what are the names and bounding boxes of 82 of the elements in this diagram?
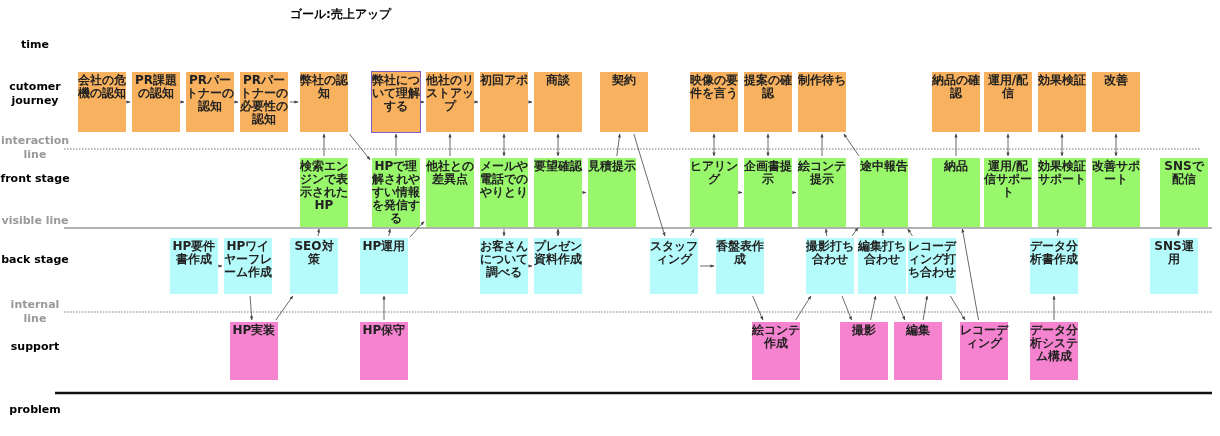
arrow [582, 190, 587, 195]
sticky-note: 弊社の認知 [300, 72, 348, 132]
sticky-note: プレゼン資料作成 [534, 238, 582, 294]
lane-label: support [9, 340, 61, 354]
lane-label: cutomer journey [8, 80, 62, 108]
sticky-note: 香盤表作成 [716, 238, 764, 294]
sticky-note: 撮影打ち合わせ [806, 238, 854, 294]
lane-label: problem [8, 403, 62, 417]
sticky-note: メールや電話でのやりとり [480, 158, 528, 227]
sticky-note: 改善サポート [1092, 158, 1140, 227]
sticky-note: 制作待ち [798, 72, 846, 132]
sticky-note: HPで理解されやすい情報を発信する [372, 158, 420, 227]
arrow [712, 133, 716, 157]
arrow [1176, 228, 1181, 237]
sticky-note: ヒアリング [690, 158, 738, 227]
arrow [474, 100, 479, 104]
sticky-note: スタッフィング [650, 238, 698, 294]
sticky-note: HP実装 [230, 322, 278, 380]
sticky-note: SEO対策 [290, 238, 338, 294]
arrow [556, 228, 560, 237]
arrow [1114, 133, 1118, 157]
sticky-note: 商談 [534, 72, 582, 132]
arrow [234, 100, 239, 104]
sticky-note: 他社との差異点 [426, 158, 474, 227]
arrow [556, 133, 560, 157]
sticky-note: 要望確認 [534, 158, 582, 227]
sticky-note: PRパートナーの認知 [186, 72, 234, 132]
sticky-note: 効果検証サポート [1038, 158, 1086, 227]
arrow [180, 100, 185, 104]
sticky-note: 提案の確認 [744, 72, 792, 132]
sticky-note: データ分析システム構成 [1030, 322, 1078, 380]
arrow [420, 100, 425, 104]
sticky-note: 検索エンジンで表示されたHP [300, 158, 348, 227]
sticky-note: 会社の危機の認知 [78, 72, 126, 132]
lane-label: front stage [0, 172, 70, 186]
sticky-note: レコーディング打ち合わせ [908, 238, 956, 294]
sticky-note: 納品 [932, 158, 980, 227]
arrow [766, 133, 770, 157]
sticky-note: 改善 [1092, 72, 1140, 132]
sticky-note: 撮影 [840, 322, 888, 380]
sticky-note: お客さんについて調べる [480, 238, 528, 294]
sticky-note: 編集 [894, 322, 942, 380]
arrow [528, 264, 533, 268]
arrow [528, 100, 533, 104]
sticky-note: レコーディング [960, 322, 1008, 380]
sticky-note: HP要件書作成 [170, 238, 218, 294]
lane-label: visible line [0, 214, 70, 228]
sticky-note: SNS運用 [1150, 238, 1198, 294]
sticky-note: 運用/配信サポート [984, 158, 1032, 227]
arrow [126, 100, 131, 104]
sticky-note: 運用/配信 [984, 72, 1032, 132]
arrow [1006, 133, 1010, 157]
sticky-note: PR課題の認知 [132, 72, 180, 132]
lane-label: time [20, 38, 50, 52]
sticky-note: 納品の確認 [932, 72, 980, 132]
sticky-note: 絵コンテ作成 [752, 322, 800, 380]
sticky-note: 編集打ち合わせ [858, 238, 906, 294]
lane-label: interaction line [0, 134, 70, 162]
sticky-note: 弊社について理解する [372, 72, 420, 132]
arrow [792, 190, 797, 195]
lane-label: back stage [0, 253, 70, 267]
arrow [1060, 133, 1064, 157]
sticky-note: 効果検証 [1038, 72, 1086, 132]
sticky-note: PRパートナーの必要性の認知 [240, 72, 288, 132]
diagram-title: ゴール:売上アップ [290, 6, 391, 23]
sticky-note: HPワイヤーフレーム作成 [224, 238, 272, 294]
sticky-note: HP運用 [360, 238, 408, 294]
lane-label: internal line [9, 298, 61, 326]
arrow [218, 264, 223, 268]
sticky-note: 契約 [600, 72, 648, 132]
sticky-note: 絵コンテ提示 [798, 158, 846, 227]
arrow [738, 190, 743, 195]
sticky-note: 初回アポ [480, 72, 528, 132]
arrow [502, 133, 506, 157]
sticky-note: 他社のリストアップ [426, 72, 474, 132]
sticky-note: 途中報告 [860, 158, 908, 227]
sticky-note: HP保守 [360, 322, 408, 380]
sticky-note: SNSで配信 [1160, 158, 1208, 227]
sticky-note: データ分析書作成 [1030, 238, 1078, 294]
sticky-note: 映像の要件を言う [690, 72, 738, 132]
sticky-note: 企画書提示 [744, 158, 792, 227]
sticky-note: 見積提示 [588, 158, 636, 227]
